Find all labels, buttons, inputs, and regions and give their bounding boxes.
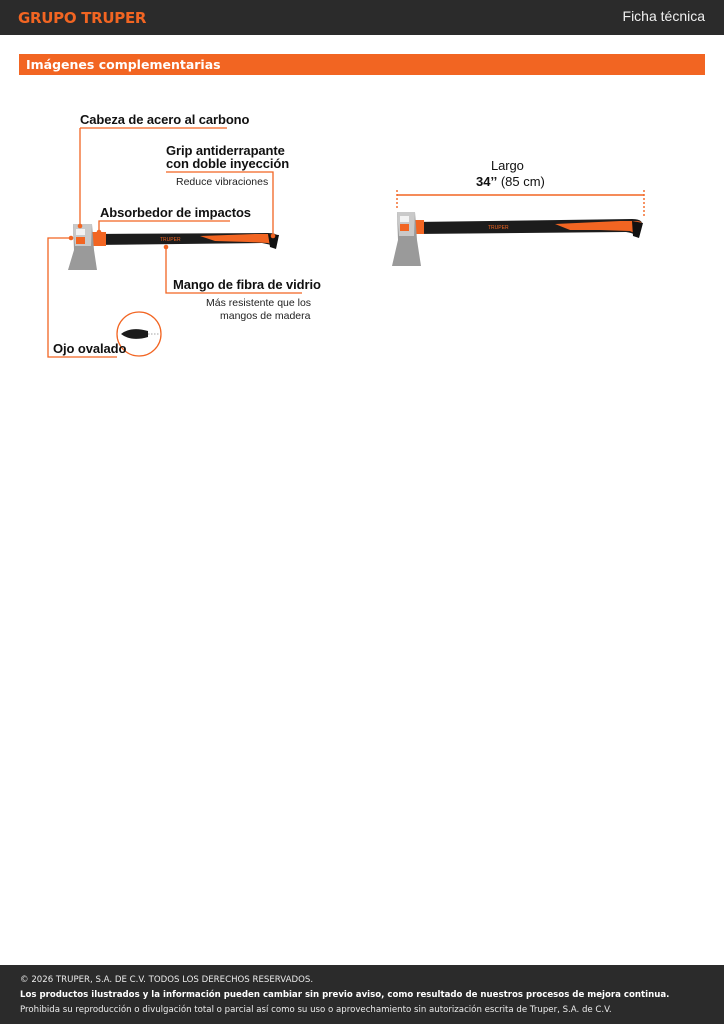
top-bar: GRUPO TRUPER Ficha técnica	[0, 0, 724, 35]
oval-eye-detail	[116, 311, 162, 357]
footer-notice: Los productos ilustrados y la informació…	[20, 990, 670, 1000]
dimension-value-inches: 34’’	[476, 174, 498, 189]
dimension-value: 34’’ (85 cm)	[476, 174, 545, 189]
label-head: Cabeza de acero al carbono	[80, 112, 250, 127]
callout-line-absorber	[98, 220, 230, 232]
callout-line-head	[79, 127, 227, 226]
label-handle-sub-line1: Más resistente que los	[206, 297, 312, 309]
label-grip-sub: Reduce vibraciones	[176, 176, 269, 188]
product-illustration: TRUPER TRUPER	[47, 127, 645, 358]
dimension-value-cm: (85 cm)	[500, 174, 545, 189]
dimension-line	[396, 190, 645, 218]
label-handle-sub-line2: mangos de madera	[220, 310, 311, 322]
document-type: Ficha técnica	[622, 8, 705, 24]
section-title: Imágenes complementarias	[26, 57, 221, 72]
label-eye: Ojo ovalado	[53, 341, 127, 356]
axe-dimension-image	[392, 212, 643, 266]
label-grip-line1: Grip antiderrapante	[166, 143, 285, 158]
callout-line-grip	[166, 171, 274, 236]
callout-line-eye	[47, 237, 117, 358]
handle-brand-mark-2: TRUPER	[488, 225, 509, 231]
callout-line-handle	[165, 247, 302, 294]
label-handle: Mango de fibra de vidrio	[173, 277, 321, 292]
handle-brand-mark: TRUPER	[160, 237, 181, 243]
footer-prohibition: Prohibida su reproducción o divulgación …	[20, 1005, 612, 1015]
section-header: Imágenes complementarias	[19, 54, 705, 75]
axe-annotated-image	[68, 224, 279, 270]
dimension-label: Largo	[491, 158, 524, 173]
label-grip-line2: con doble inyección	[166, 156, 290, 171]
footer: © 2026 TRUPER, S.A. DE C.V. TODOS LOS DE…	[0, 965, 724, 1024]
brand-logo: GRUPO TRUPER	[18, 9, 147, 27]
footer-copyright: © 2026 TRUPER, S.A. DE C.V. TODOS LOS DE…	[20, 975, 314, 985]
label-absorber: Absorbedor de impactos	[100, 205, 251, 220]
